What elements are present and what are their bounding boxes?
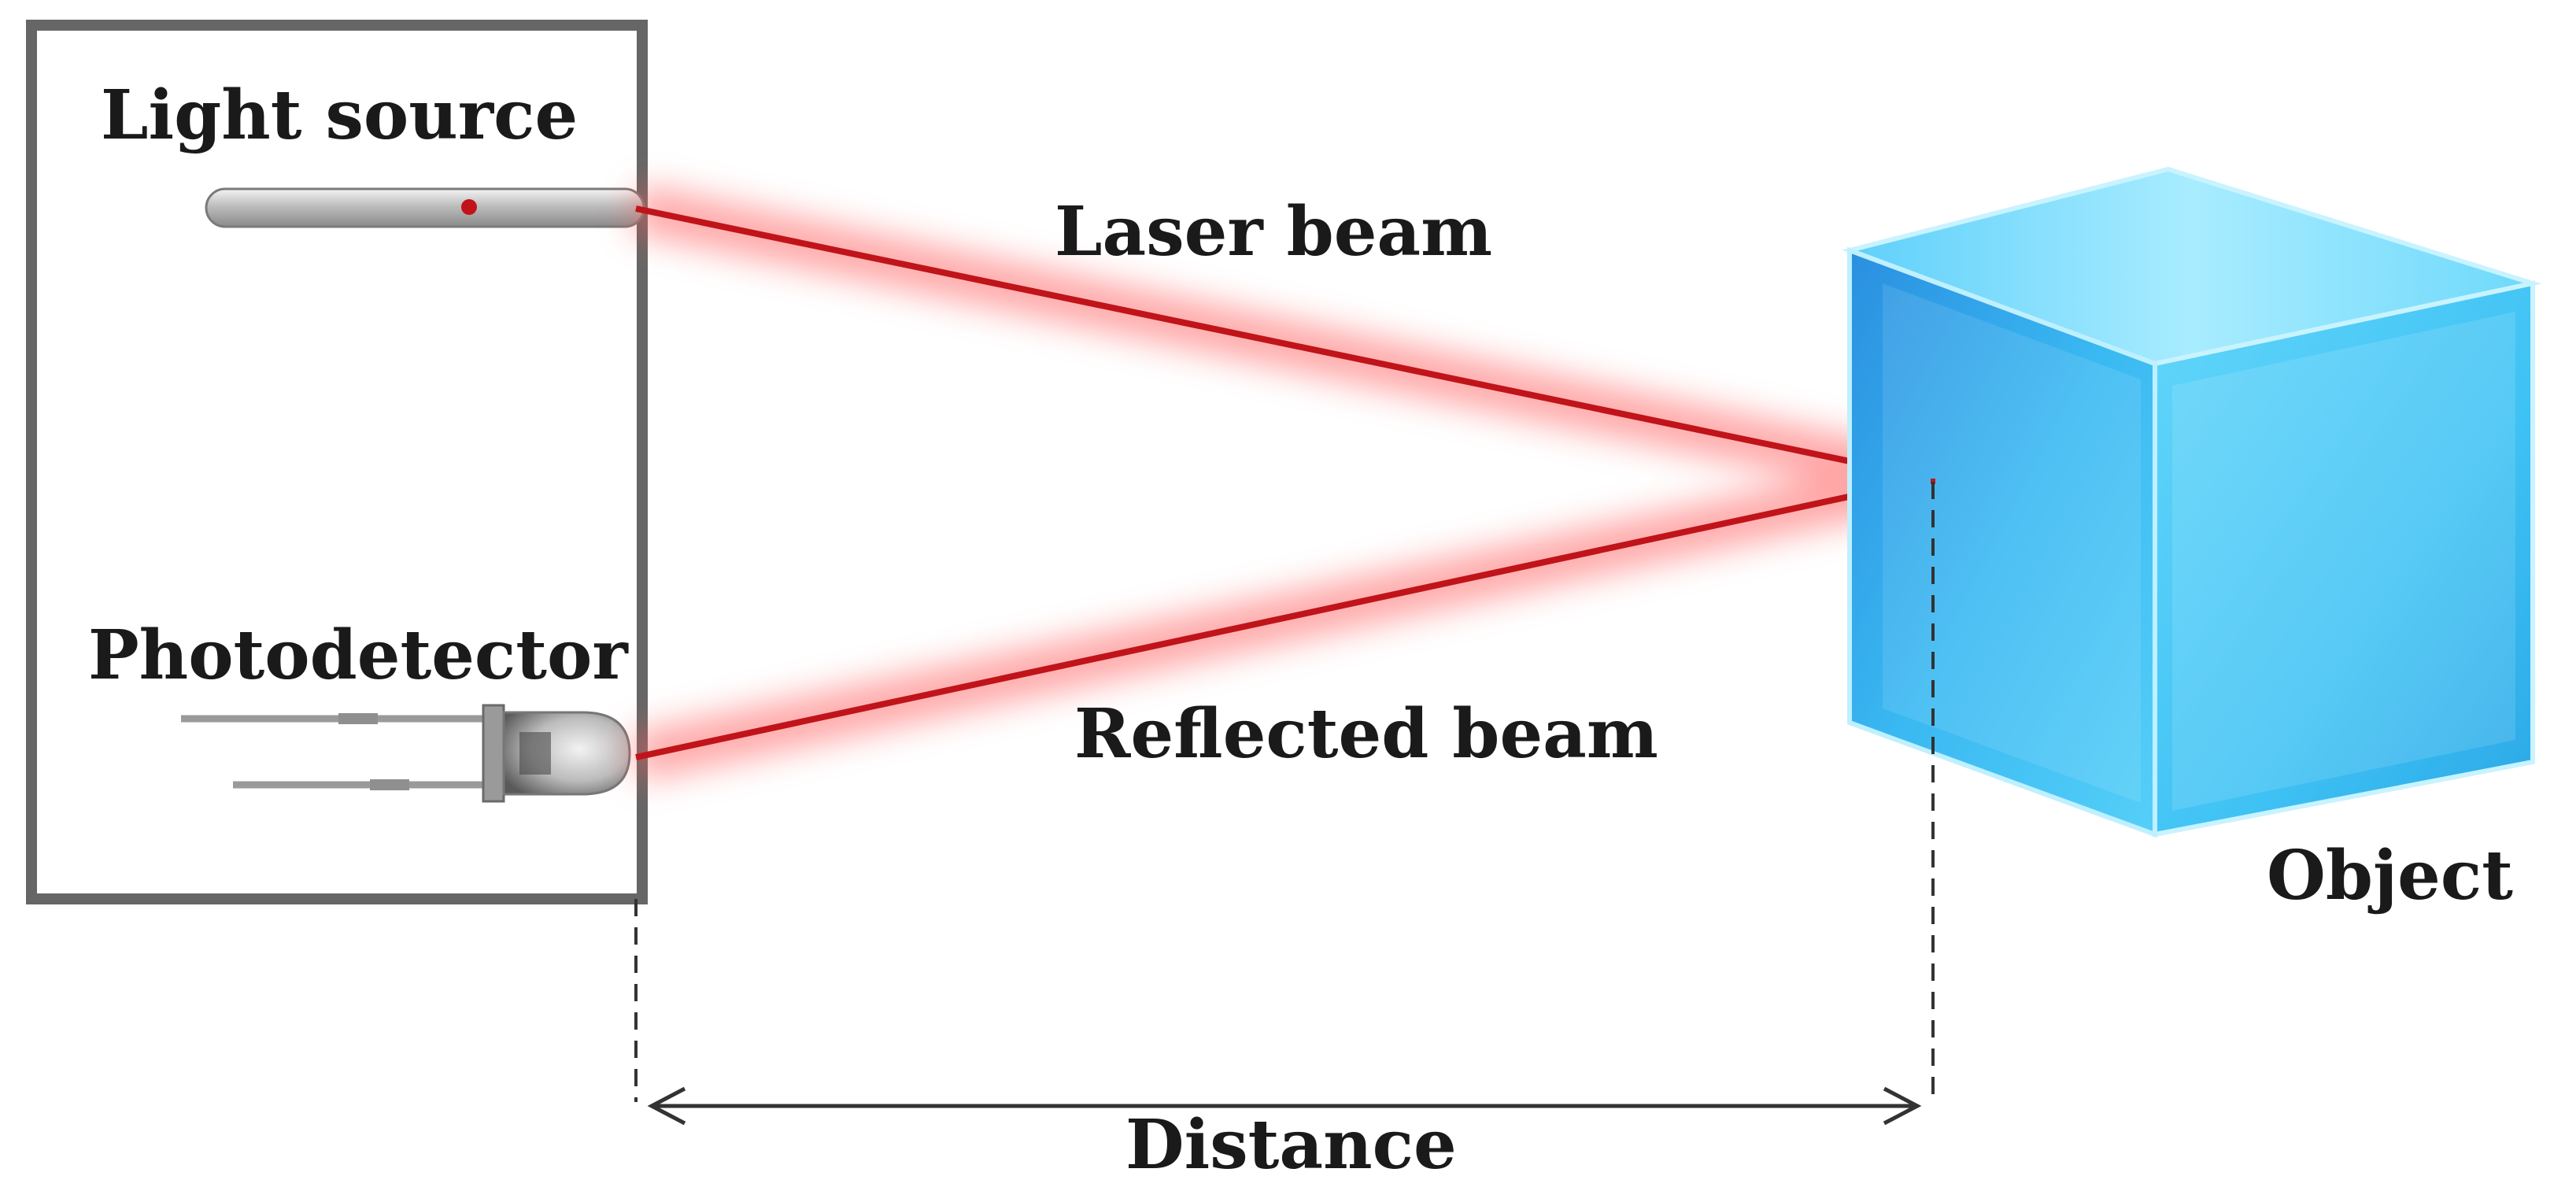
- distance-arrow: [647, 1086, 1922, 1126]
- photodetector-sensor: [181, 704, 631, 803]
- laser-beam-line: [635, 205, 1934, 482]
- distance-label: Distance: [1125, 1105, 1457, 1185]
- beam-glow: [630, 185, 1938, 781]
- photodetector-label: Photodetector: [88, 616, 628, 695]
- light-source-emitter: [205, 187, 645, 228]
- laser-beam-label: Laser beam: [1055, 192, 1493, 272]
- object-cube: [1841, 166, 2542, 838]
- reflected-beam-line: [635, 475, 1934, 760]
- device-housing: [26, 20, 648, 904]
- reflected-beam-label: Reflected beam: [1074, 694, 1658, 774]
- light-source-label: Light source: [101, 76, 578, 155]
- object-label: Object: [2267, 836, 2513, 915]
